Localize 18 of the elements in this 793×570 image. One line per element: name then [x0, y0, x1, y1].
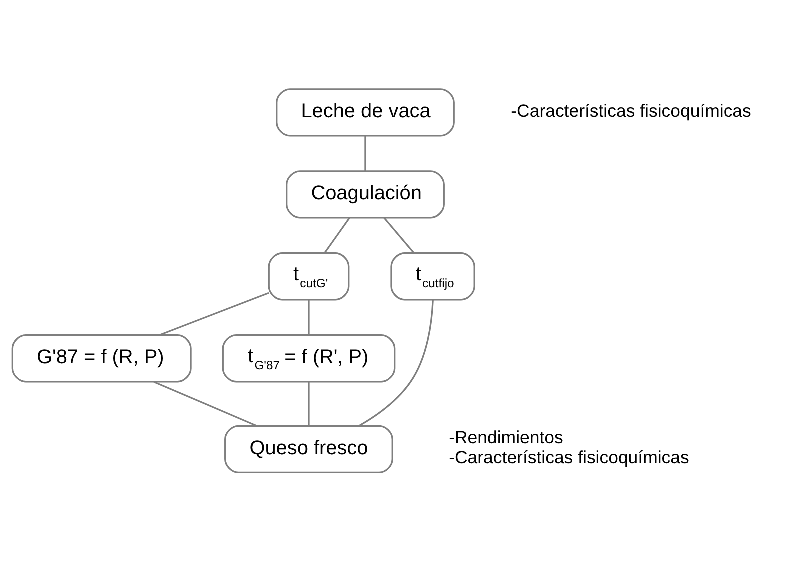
node-box: t$_{cutfijo}$ [390, 252, 476, 300]
connector [154, 380, 258, 426]
node-box: G'87 = f (R, P) [12, 334, 192, 382]
node-box: Queso fresco [224, 424, 394, 474]
connector [384, 216, 415, 254]
node-box: Coagulación [286, 170, 445, 218]
connector [358, 299, 434, 426]
node-box: t$_{G'87}$ = f (R', P) [222, 334, 396, 382]
node-label: -Rendimientos [449, 427, 564, 448]
node-box: t$_{cutG'}$ [268, 252, 350, 300]
connector [324, 217, 350, 254]
node-box: Leche de vaca [276, 88, 455, 136]
node-label: -Características fisicoquímicas [511, 100, 752, 120]
node-label: -Características fisicoquímicas [449, 447, 690, 468]
connector [308, 299, 310, 335]
connector [159, 292, 270, 336]
connector [308, 382, 310, 426]
connector [364, 136, 366, 171]
